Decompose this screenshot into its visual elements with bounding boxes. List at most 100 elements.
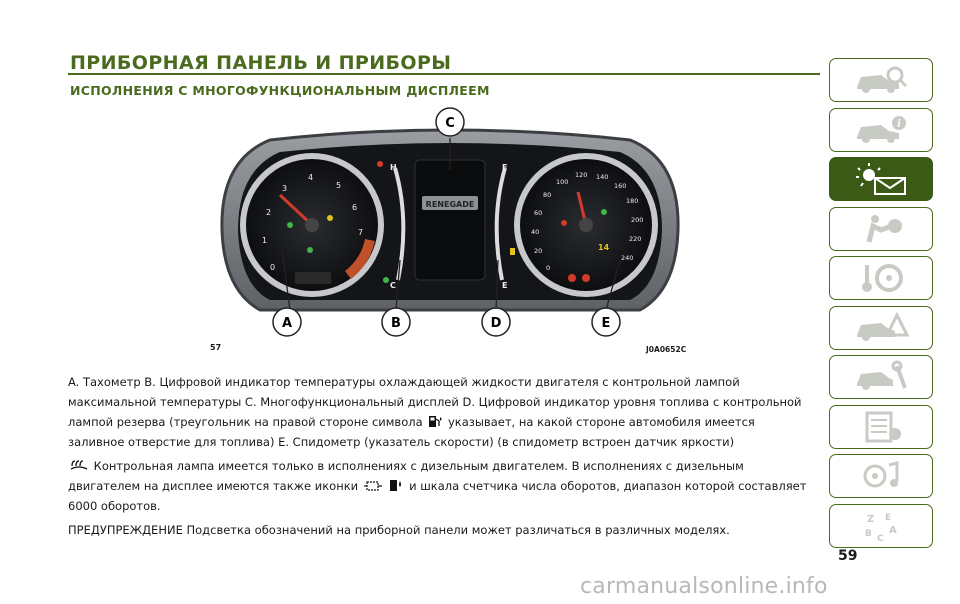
svg-text:B: B	[865, 529, 872, 539]
warning-light-message-icon	[856, 163, 906, 195]
watermark: carmanualsonline.info	[580, 574, 828, 599]
speedo-tick: 140	[596, 173, 608, 181]
svg-text:C: C	[445, 116, 455, 131]
multifunction-display: RENEGADE	[414, 159, 486, 281]
tab-multimedia[interactable]	[829, 454, 933, 498]
tacho-tick: 1	[262, 236, 267, 245]
warning-lamp	[287, 222, 293, 228]
svg-text:C: C	[390, 281, 396, 290]
callout-b: B	[381, 307, 411, 337]
svg-text:D: D	[491, 316, 502, 331]
fuel-pump-icon	[510, 248, 515, 255]
svg-text:Z: Z	[867, 514, 874, 525]
svg-text:H: H	[390, 163, 397, 172]
figure-number: 57	[210, 343, 222, 352]
caption-text-1: A. Тахометр B. Цифровой индикатор темпер…	[68, 375, 802, 429]
svg-text:F: F	[502, 163, 507, 172]
speedo-tick: 120	[575, 171, 587, 179]
callout-leader-d	[495, 259, 499, 311]
tacho-tick: 6	[352, 203, 357, 212]
svg-text:i: i	[897, 119, 901, 130]
water-in-fuel-icon	[390, 480, 402, 491]
car-wrench-icon	[857, 360, 907, 390]
speedo-tick: 200	[631, 216, 643, 224]
page-number: 59	[838, 548, 858, 564]
svg-text:RENEGADE: RENEGADE	[426, 200, 475, 209]
warning-lamp	[601, 209, 607, 215]
diesel-paragraph: Контрольная лампа имеется только в испол…	[68, 456, 813, 516]
speedometer-dial: 0 20 40 60 80 100 120 140 160 180 200 22…	[514, 153, 658, 297]
svg-text:A: A	[282, 316, 292, 331]
fuel-pump-icon	[429, 416, 443, 427]
tacho-tick: 7	[358, 228, 363, 237]
tacho-tick: 2	[266, 208, 271, 217]
callout-leader-b	[395, 259, 401, 311]
speedo-tick: 40	[531, 228, 539, 236]
svg-text:A: A	[889, 525, 897, 536]
tacho-tick: 4	[308, 173, 313, 182]
tab-starting-driving[interactable]	[829, 256, 933, 300]
svg-text:E: E	[502, 281, 507, 290]
title-rule	[68, 73, 820, 75]
gear-indicator: 14	[598, 243, 610, 252]
car-info-icon: i	[857, 115, 906, 143]
speedo-tick: 20	[534, 247, 542, 255]
diesel-text-2: и шкала счетчика числа оборотов, диапазо…	[68, 479, 807, 513]
body-text: A. Тахометр B. Цифровой индикатор темпер…	[68, 372, 813, 544]
coolant-temp-gauge: H C	[377, 161, 406, 290]
tab-safety[interactable]	[829, 206, 933, 251]
speedo-tick: 0	[546, 264, 550, 272]
warning-lamp	[561, 220, 567, 226]
car-search-icon	[857, 66, 908, 93]
figure-code: J0A0652C	[646, 345, 687, 354]
speedo-tick: 180	[626, 197, 638, 205]
alphabet-index-icon: Z E B AC	[865, 513, 897, 543]
page-title: ПРИБОРНАЯ ПАНЕЛЬ И ПРИБОРЫ	[70, 52, 452, 74]
section-subtitle: ИСПОЛНЕНИЯ С МНОГОФУНКЦИОНАЛЬНЫМ ДИСПЛЕЕ…	[70, 83, 490, 98]
warning-lamp	[307, 247, 313, 253]
caption-paragraph: A. Тахометр B. Цифровой индикатор темпер…	[68, 372, 813, 452]
tab-emergency[interactable]	[829, 305, 933, 350]
tab-getting-to-know[interactable]	[829, 58, 933, 102]
tab-maintenance[interactable]	[829, 355, 933, 399]
thermometer-icon	[377, 161, 383, 167]
callout-a: A	[272, 307, 302, 337]
callout-d: D	[481, 307, 511, 337]
speedo-tick: 60	[534, 209, 542, 217]
speedo-tick: 100	[556, 178, 568, 186]
warning-lamp	[327, 215, 333, 221]
instrument-cluster-figure: 0 1 2 3 4 5 6 7 H C RENEGADE F E	[220, 107, 680, 337]
svg-text:C: C	[877, 534, 884, 543]
warning-paragraph: ПРЕДУПРЕЖДЕНИЕ Подсветка обозначений на …	[68, 523, 730, 537]
speedo-tick: 240	[621, 254, 633, 262]
dpf-filter-icon	[363, 481, 382, 491]
tacho-tick: 0	[270, 263, 275, 272]
tab-specifications[interactable]	[829, 404, 933, 449]
diesel-text-1: Контрольная лампа имеется только в испол…	[68, 459, 744, 493]
tacho-tick: 5	[336, 181, 341, 190]
tacho-tick: 3	[282, 184, 287, 193]
callout-leader-e	[605, 259, 621, 311]
svg-text:E: E	[885, 513, 891, 523]
multimedia-icon	[863, 461, 899, 488]
callout-c: C	[435, 107, 465, 137]
engine-icon	[568, 274, 576, 282]
steering-key-icon	[862, 264, 903, 292]
tacho-lower-lcd	[295, 272, 331, 284]
svg-text:B: B	[391, 316, 401, 331]
glow-plug-icon	[70, 460, 88, 470]
speedo-tick: 80	[543, 191, 551, 199]
tab-warning-lights[interactable]	[829, 157, 933, 201]
callout-e: E	[591, 307, 621, 337]
airbag-seat-icon	[866, 214, 902, 243]
tab-vehicle-info[interactable]: i	[829, 107, 933, 152]
speedo-tick: 160	[614, 182, 626, 190]
caption-text-2: указывает, на какой стороне автомобиля и…	[68, 415, 755, 449]
speedo-tick: 220	[629, 235, 641, 243]
svg-text:E: E	[602, 316, 611, 331]
seatbelt-icon	[582, 274, 590, 282]
callout-leader-a	[281, 249, 291, 311]
fuel-gauge: F E	[494, 163, 515, 290]
